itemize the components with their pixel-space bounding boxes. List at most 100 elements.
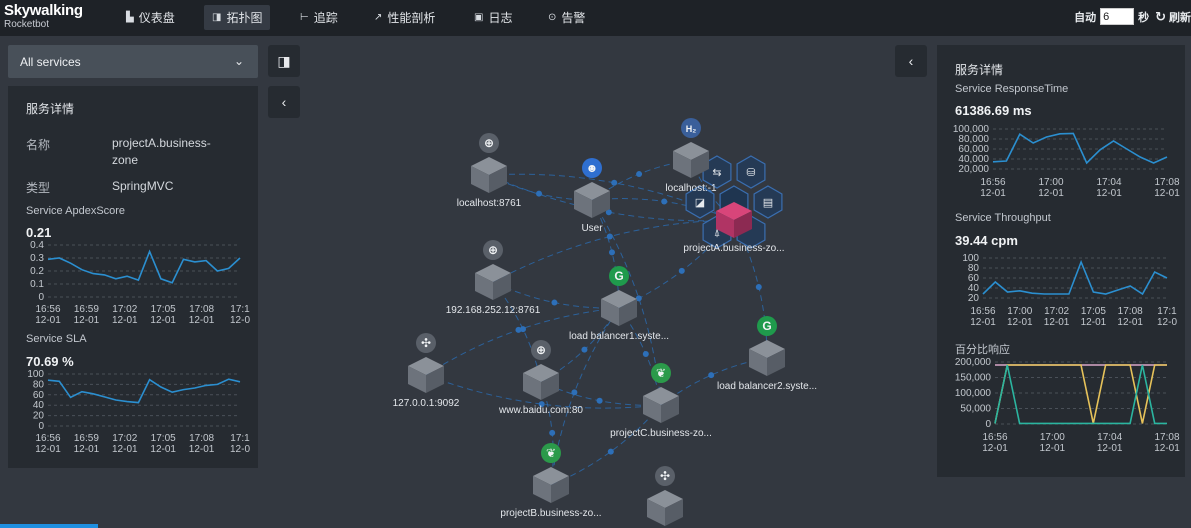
edge-midpoint-dot bbox=[538, 401, 545, 408]
nav-topology[interactable]: ◨ 拓扑图 bbox=[204, 5, 271, 30]
y-tick-label: 0 bbox=[38, 421, 44, 432]
topology-node[interactable]: ⊕192.168.252.12:8761 bbox=[446, 240, 541, 316]
topology-node[interactable]: ❦projectB.business-zo... bbox=[500, 443, 602, 519]
y-tick-label: 60 bbox=[33, 390, 45, 401]
node-cube-right bbox=[665, 499, 683, 526]
y-tick-label: 200,000 bbox=[955, 357, 992, 368]
leaf-icon bbox=[541, 443, 561, 463]
node-cube-right bbox=[734, 211, 752, 238]
x-tick-label: 12-0 bbox=[1157, 317, 1177, 328]
edge-midpoint-dot bbox=[581, 346, 588, 353]
node-cube-left bbox=[523, 373, 541, 400]
topology-node[interactable]: ❦projectC.business-zo... bbox=[610, 363, 712, 439]
g-icon-glyph: G bbox=[614, 269, 623, 283]
x-tick-label: 17:1 bbox=[1157, 306, 1177, 317]
edge-midpoint-dot bbox=[520, 326, 526, 333]
x-tick-label: 17:08 bbox=[1154, 432, 1179, 443]
x-tick-label: 17:00 bbox=[1040, 432, 1065, 443]
nav-profile[interactable]: ↗ 性能剖析 bbox=[374, 11, 436, 25]
refresh-button[interactable]: 刷新 bbox=[1169, 11, 1191, 24]
x-tick-label: 17:08 bbox=[189, 304, 214, 315]
fan-icon bbox=[416, 333, 436, 353]
topology-node[interactable]: projectA.business-zo... bbox=[683, 202, 785, 254]
node-cube-right bbox=[541, 373, 559, 400]
node-label: projectC.business-zo... bbox=[610, 428, 712, 439]
collapse-right-chevron-icon[interactable]: ‹ bbox=[895, 45, 927, 77]
x-tick-label: 12-01 bbox=[35, 315, 61, 325]
y-tick-label: 0.3 bbox=[30, 253, 44, 264]
nav-alarm[interactable]: ⊙ 告警 bbox=[548, 11, 586, 25]
topology-edge bbox=[550, 404, 662, 486]
x-tick-label: 16:59 bbox=[74, 433, 99, 444]
nav-dashboard[interactable]: ▙ 仪表盘 bbox=[126, 11, 175, 25]
x-tick-label: 12-01 bbox=[189, 315, 215, 325]
x-tick-label: 12-01 bbox=[1040, 443, 1066, 454]
x-tick-label: 12-01 bbox=[982, 443, 1008, 454]
name-value-line2: zone bbox=[112, 153, 139, 167]
x-tick-label: 12-01 bbox=[1038, 188, 1064, 199]
collapse-left-chevron-icon[interactable]: ‹ bbox=[268, 86, 300, 118]
metrics-hex-icon-glyph: ▤ bbox=[763, 197, 773, 209]
y-tick-label: 40 bbox=[968, 283, 980, 294]
refresh-icon[interactable]: ↻ bbox=[1155, 8, 1166, 24]
x-tick-label: 12-01 bbox=[189, 444, 215, 454]
x-tick-label: 17:08 bbox=[189, 433, 214, 444]
x-tick-label: 17:00 bbox=[1007, 306, 1032, 317]
topology-node[interactable]: ⊕localhost:8761 bbox=[457, 133, 522, 209]
database-hex-icon[interactable] bbox=[736, 155, 766, 189]
edge-midpoint-dot bbox=[611, 179, 618, 186]
nav-log[interactable]: ▣ 日志 bbox=[474, 11, 513, 25]
globe-icon bbox=[531, 340, 551, 360]
x-tick-label: 17:04 bbox=[1096, 177, 1121, 188]
toggle-view-icon[interactable]: ◨ bbox=[268, 45, 300, 77]
sla-chart: 10080604020016:5612-0116:5912-0117:0212-… bbox=[27, 370, 250, 454]
service-select[interactable]: All services ⌄ bbox=[8, 45, 258, 78]
instance-hex-icon[interactable] bbox=[685, 185, 715, 219]
edge-midpoint-dot bbox=[606, 233, 613, 240]
y-tick-label: 40 bbox=[33, 400, 45, 411]
metrics-hex-icon[interactable] bbox=[753, 185, 783, 219]
edge-midpoint-dot bbox=[551, 299, 558, 306]
edge-midpoint-dot bbox=[515, 326, 522, 333]
node-cube-right bbox=[551, 476, 569, 503]
topology-node[interactable]: ✣127.0.0.1:9092 bbox=[393, 333, 460, 409]
x-tick-label: 12-0 bbox=[230, 315, 250, 325]
node-label: load balancer1.syste... bbox=[569, 331, 669, 342]
edge-midpoint-dot bbox=[636, 171, 643, 178]
database-hex-icon-glyph: ⛁ bbox=[746, 167, 755, 179]
edge-midpoint-dot bbox=[608, 249, 615, 256]
x-tick-label: 12-01 bbox=[1097, 443, 1123, 454]
node-cube-right bbox=[691, 151, 709, 178]
y-tick-label: 100 bbox=[962, 253, 979, 264]
x-tick-label: 17:05 bbox=[151, 433, 176, 444]
auto-label[interactable]: 自动 bbox=[1074, 11, 1097, 24]
refresh-interval-input[interactable] bbox=[1100, 8, 1135, 25]
node-label: 127.0.0.1:9092 bbox=[393, 398, 460, 409]
y-tick-label: 150,000 bbox=[955, 373, 992, 384]
topology-icon: ◨ bbox=[212, 12, 222, 23]
x-tick-label: 12-01 bbox=[980, 188, 1006, 199]
topology-graph[interactable]: ⇆⛁◪▤⍋⊕localhost:8761H₂localhost:-1☻User⊕… bbox=[300, 100, 920, 528]
response-time-value: 61386.69 ms bbox=[955, 103, 1032, 118]
topology-node[interactable]: ✣ bbox=[647, 466, 683, 526]
x-tick-label: 16:56 bbox=[35, 433, 60, 444]
node-cube-left bbox=[673, 151, 691, 178]
x-tick-label: 12-01 bbox=[1007, 317, 1033, 328]
y-tick-label: 80,000 bbox=[958, 134, 989, 145]
series-line bbox=[994, 364, 1167, 424]
x-tick-label: 17:05 bbox=[1081, 306, 1106, 317]
leaf-icon-glyph: ❦ bbox=[546, 446, 556, 460]
edge-midpoint-dot bbox=[678, 267, 685, 274]
topology-node[interactable]: ☻User bbox=[574, 158, 610, 234]
nav-trace[interactable]: ⊢ 追踪 bbox=[300, 11, 338, 25]
x-tick-label: 17:00 bbox=[1038, 177, 1063, 188]
topology-node[interactable]: ⊕www.baidu.com:80 bbox=[498, 340, 583, 416]
y-tick-label: 0.1 bbox=[30, 279, 44, 290]
name-value-line1: projectA.business- bbox=[112, 136, 211, 150]
node-cube-right bbox=[619, 299, 637, 326]
seconds-label: 秒 bbox=[1138, 11, 1150, 24]
node-label: localhost:8761 bbox=[457, 198, 522, 209]
